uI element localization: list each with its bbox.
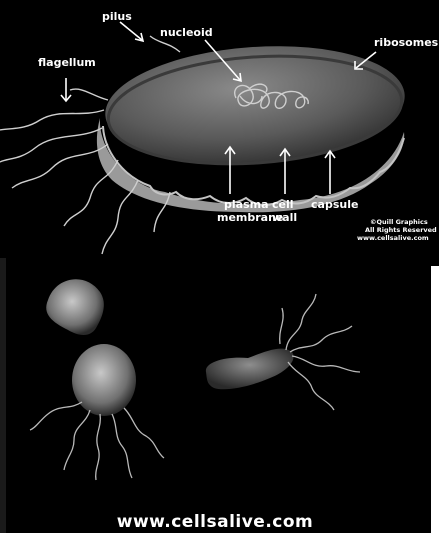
- label-plasma-membrane-1: plasma: [224, 198, 269, 211]
- bottom-panel: www.cellsalive.com: [0, 258, 431, 533]
- round-bacterium: [72, 344, 136, 416]
- label-cell-wall-2: wall: [272, 211, 297, 224]
- credit-line-2: All Rights Reserved: [365, 226, 437, 234]
- label-pilus: pilus: [102, 10, 132, 23]
- label-capsule: capsule: [311, 198, 358, 211]
- top-panel: pilus nucleoid ribosomes flagellum plasm…: [0, 0, 439, 266]
- credit-line-3: www.cellsalive.com: [357, 234, 429, 242]
- label-flagellum: flagellum: [38, 56, 96, 69]
- label-cell-wall-1: cell: [272, 198, 294, 211]
- label-nucleoid: nucleoid: [160, 26, 213, 39]
- credit-line-1: ©Quill Graphics: [370, 218, 428, 226]
- footer-site: www.cellsalive.com: [117, 512, 314, 532]
- label-ribosomes: ribosomes: [374, 36, 439, 49]
